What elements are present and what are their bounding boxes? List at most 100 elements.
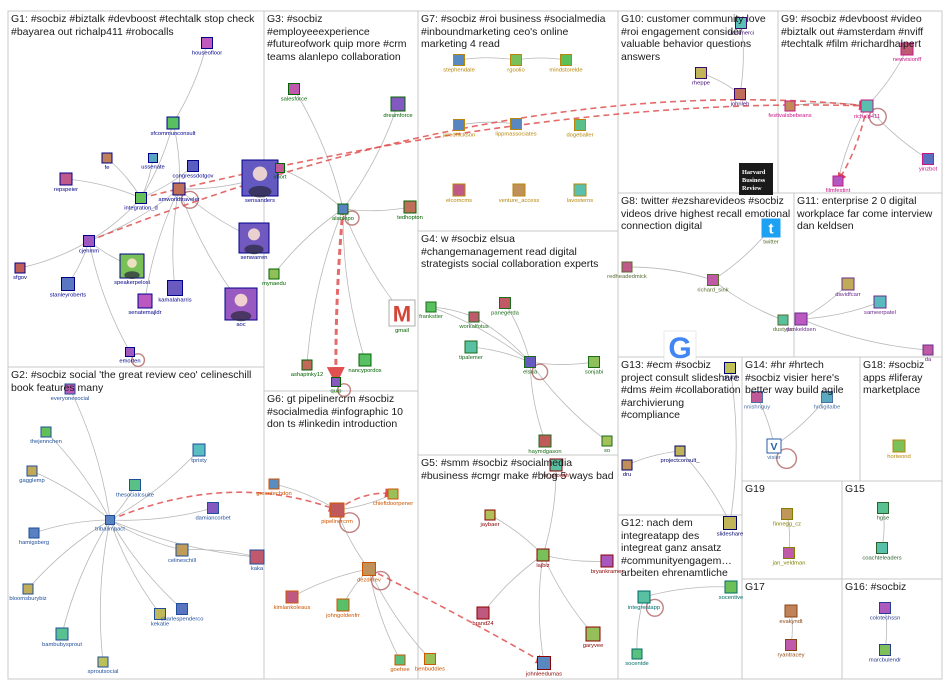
node-hrdigitalbe[interactable]: hrdigitalbe xyxy=(814,391,841,411)
node-amworldtraveler[interactable]: amworldtraveler xyxy=(158,182,200,203)
node-damiancorbet[interactable]: damiancorbet xyxy=(195,502,231,522)
node-congressdotgov[interactable]: congressdotgov xyxy=(173,160,214,180)
node-johngoldenfrr[interactable]: johngoldenfrr xyxy=(325,598,360,619)
node-kamalaharris[interactable]: kamalaharris xyxy=(158,280,192,304)
node-socentde[interactable]: socentde xyxy=(625,648,649,667)
node-venture_access[interactable]: venture_access xyxy=(499,183,540,204)
node-kimlankoleaus[interactable]: kimlankoleaus xyxy=(274,590,311,611)
node-celineschill[interactable]: celineschill xyxy=(168,543,196,564)
node-charlespenderco[interactable]: charlespenderco xyxy=(161,603,204,623)
node-bloomsburybiz[interactable]: bloomsburybiz xyxy=(9,583,47,602)
node-sfcommunconsult[interactable]: sfcommunconsult xyxy=(150,116,196,137)
node-nnishnguy[interactable]: nnishnguy xyxy=(744,391,771,411)
node-benbuddies[interactable]: benbuddies xyxy=(415,653,445,673)
node-cjenmm[interactable]: cjenmm xyxy=(79,235,99,255)
node-goehee[interactable]: goehee xyxy=(390,654,410,673)
node-mynaedu[interactable]: mynaedu xyxy=(262,268,286,287)
node-bryankramer[interactable]: bryankramer xyxy=(591,554,624,575)
node-davidfcarr[interactable]: davidfcarr xyxy=(835,277,861,298)
node-greentechdon[interactable]: greentechdon xyxy=(256,478,292,497)
node-jan_veldman[interactable]: jan_veldman xyxy=(772,547,806,567)
node-tpristy[interactable]: tpristy xyxy=(191,443,207,464)
node-sproutsocial[interactable]: sproutsocial xyxy=(88,656,119,675)
node-rheppe[interactable]: rheppe xyxy=(692,67,710,87)
node-brand24[interactable]: brand24 xyxy=(472,606,494,627)
node-stephendale[interactable]: stephendale xyxy=(443,54,475,74)
node-horiwond[interactable]: horiwond xyxy=(887,439,911,460)
node-drukff[interactable]: drukff xyxy=(723,362,738,382)
node-thejennchen[interactable]: thejennchen xyxy=(30,426,62,445)
node-kekatie[interactable]: kekatie xyxy=(151,608,169,628)
node-tipalemer[interactable]: tipalemer xyxy=(459,340,483,361)
node-newvisionff[interactable]: newvisionff xyxy=(893,42,922,63)
node-da[interactable]: da xyxy=(922,344,934,363)
node-sfgov[interactable]: sfgov xyxy=(13,262,27,281)
node-senatemajldr[interactable]: senatemajldr xyxy=(128,293,162,316)
node-richard_sink[interactable]: richard_sink xyxy=(697,274,729,294)
node-hamigsberg[interactable]: hamigsberg xyxy=(19,527,49,546)
node-haymdgason[interactable]: haymdgason xyxy=(528,434,562,455)
node-coachteleaders[interactable]: coachteleaders xyxy=(862,542,902,562)
node-to_growth[interactable]: to_growth xyxy=(543,458,569,479)
node-so[interactable]: so xyxy=(601,435,613,454)
node-tedhopton[interactable]: tedhopton xyxy=(397,200,423,221)
node-filmfestint[interactable]: filmfestint xyxy=(826,175,851,194)
node-ussenate[interactable]: ussenate xyxy=(141,153,165,171)
node-lippmassociates[interactable]: lippmassociates xyxy=(495,118,537,138)
node-finnegg_cz[interactable]: finnegg_cz xyxy=(773,508,801,528)
node-pipelinercrm[interactable]: pipelinercrm xyxy=(321,502,353,525)
node-dogeballer[interactable]: dogeballer xyxy=(566,119,594,139)
node-slideshare[interactable]: slideshare xyxy=(717,516,743,538)
node-panegerda[interactable]: panegerda xyxy=(491,297,520,317)
node-garyvee[interactable]: garyvee xyxy=(583,626,604,649)
node-ashapinky12[interactable]: ashapinky12 xyxy=(291,359,324,378)
node-elcomcms[interactable]: elcomcms xyxy=(446,183,472,204)
node-clarkmerci[interactable]: clarkmerci xyxy=(728,17,754,37)
node-projectconsult_[interactable]: projectconsult_ xyxy=(661,445,701,464)
node-yinzbot[interactable]: yinzbot xyxy=(919,153,938,173)
node-kaka[interactable]: kaka xyxy=(249,549,265,572)
node-salesforce[interactable]: salesforce xyxy=(281,83,307,103)
node-chieftdoorpener[interactable]: chieftdoorpener xyxy=(373,488,413,507)
node-gagglemp[interactable]: gagglemp xyxy=(19,465,45,484)
node-integreatapp[interactable]: integreatapp xyxy=(628,590,660,611)
node-festivalsbebeans[interactable]: festivalsbebeans xyxy=(768,100,812,119)
node-redheadedmick[interactable]: redheadedmick xyxy=(607,261,647,280)
node-dru[interactable]: dru xyxy=(621,459,633,478)
node-imort[interactable]: imort xyxy=(274,163,287,181)
node-quip[interactable]: quip xyxy=(331,377,342,395)
node-sameerpatel[interactable]: sameerpatel xyxy=(864,295,896,316)
node-dezderev[interactable]: dezderev xyxy=(357,562,381,584)
node-evakyndt[interactable]: evakyndt xyxy=(779,604,803,625)
node-emorten[interactable]: emorten xyxy=(119,347,141,365)
node-tribalimpact[interactable]: tribalimpact xyxy=(95,515,125,533)
node-thesocialcsuite[interactable]: thesocialcsuite xyxy=(116,479,154,499)
node-marcbulendr[interactable]: marcbulendr xyxy=(869,644,901,664)
node-everyonesocial[interactable]: everyonesocial xyxy=(51,383,90,402)
node-bambubysprout[interactable]: bambubysprout xyxy=(42,627,82,648)
node-ryantracey[interactable]: ryantracey xyxy=(777,639,805,659)
node-johnleh[interactable]: johnleh xyxy=(730,88,750,108)
node-speakerpelosi[interactable]: speakerpelosi xyxy=(114,253,150,286)
node-nancypordos[interactable]: nancypordos xyxy=(348,353,382,374)
node-johnleedumas[interactable]: johnleedumas xyxy=(525,656,562,678)
node-dustyjer[interactable]: dustyjer xyxy=(773,314,793,333)
node-senwarren[interactable]: senwarren xyxy=(238,222,270,261)
node-frankstier[interactable]: frankstier xyxy=(419,301,443,320)
node-jaybaer[interactable]: jaybaer xyxy=(479,509,500,528)
node-alanlepo[interactable]: alanlepo xyxy=(332,203,354,222)
node-dreamforce[interactable]: dreamforce xyxy=(383,96,413,119)
node-aoc[interactable]: aoc xyxy=(224,287,258,328)
node-sensanders[interactable]: sensanders xyxy=(241,159,279,204)
node-repspeier[interactable]: repspeier xyxy=(54,172,78,193)
node-richalp411[interactable]: richalp411 xyxy=(854,99,880,120)
node-houseofloor[interactable]: houseofloor xyxy=(192,37,222,57)
node-rgoolio[interactable]: rgoolio xyxy=(507,54,525,74)
node-fe[interactable]: fe xyxy=(101,152,113,171)
node-dankeldsen[interactable]: dankeldsen xyxy=(786,312,816,333)
node-hgse[interactable]: hgse xyxy=(877,502,890,522)
node-lavosterns[interactable]: lavosterns xyxy=(567,183,594,204)
